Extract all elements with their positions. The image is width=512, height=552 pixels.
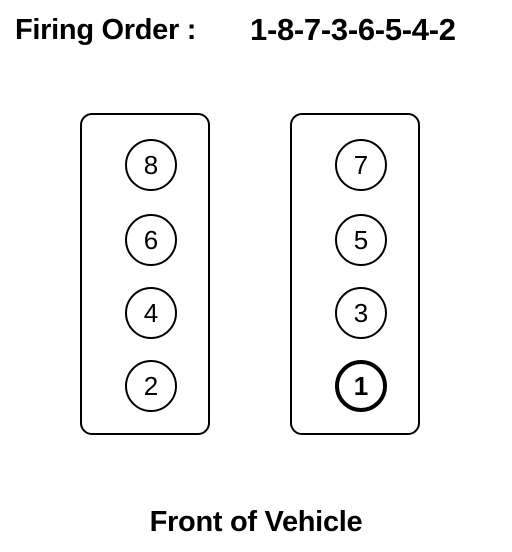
cylinder-4: 4 [125,287,177,339]
cylinder-6: 6 [125,214,177,266]
firing-order-label: Firing Order : [15,14,197,46]
right-cylinder-bank: 7 5 3 1 [290,113,420,435]
cylinder-5: 5 [335,214,387,266]
front-of-vehicle-label: Front of Vehicle [149,506,363,538]
cylinder-7: 7 [335,139,387,191]
cylinder-1: 1 [335,360,387,412]
cylinder-3: 3 [335,287,387,339]
firing-order-sequence: 1-8-7-3-6-5-4-2 [250,12,456,47]
cylinder-2: 2 [125,360,177,412]
left-cylinder-bank: 8 6 4 2 [80,113,210,435]
cylinder-8: 8 [125,139,177,191]
